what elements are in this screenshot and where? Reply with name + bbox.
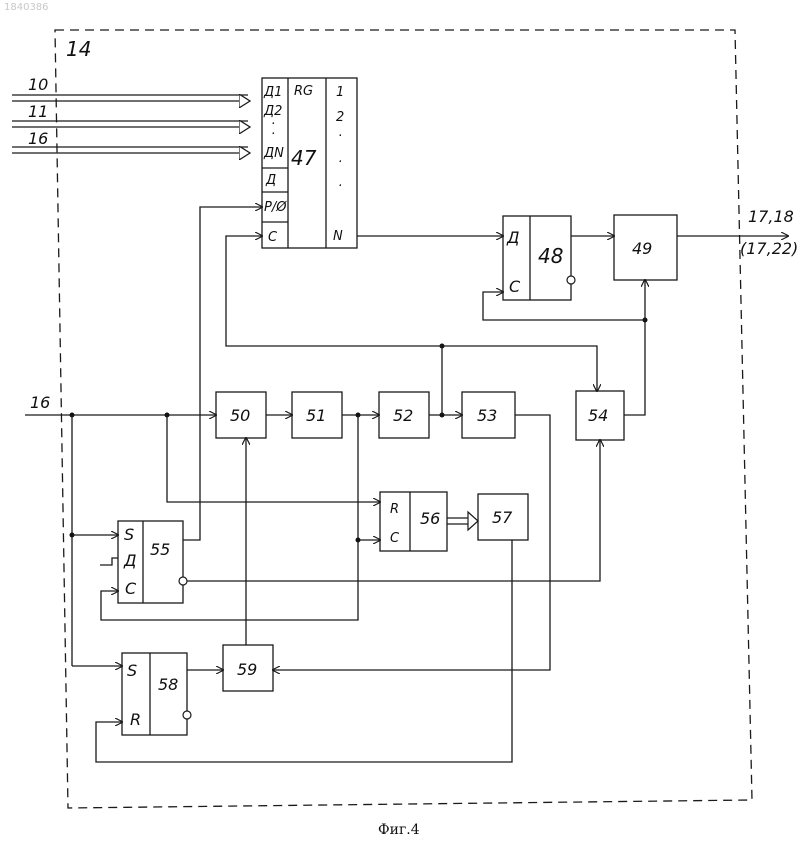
pin-s: S [124,525,134,544]
block-54: 54 [576,391,624,440]
block-id: 58 [158,675,178,694]
pin-c: С [509,277,521,296]
pin-r: R [390,502,399,517]
block-56: R С 56 [380,492,447,551]
pin-r: R [130,710,141,729]
block-id: 48 [538,244,563,268]
block-57: 57 [478,494,528,540]
register-type: RG [294,84,313,99]
block-id: 59 [237,660,257,679]
block-53: 53 [462,392,515,438]
block-id: 49 [632,239,652,258]
document-number: 1840386 [4,2,49,13]
pin-d1: Д1 [263,85,282,100]
output-label: 17,18 [748,207,794,226]
clock-input-label: 16 [30,393,50,412]
figure-caption: Фиг.4 [378,822,420,838]
block-id: 55 [150,540,170,559]
block-50: 50 [216,392,266,438]
pin-d: Д [123,551,137,570]
block-59: 59 [223,645,273,691]
out-pin-dot: · [338,129,342,144]
input-label-10: 10 [28,75,48,94]
block-58: S R 58 [122,653,191,735]
input-label-16: 16 [28,129,48,148]
block-49: 49 [614,215,677,280]
pin-d: Д [506,228,520,247]
block-51: 51 [292,392,342,438]
register-47: Д1 Д2 · · ДN Д Р/Ø С RG 47 1 2 · · · N [262,78,357,248]
out-pin-n: N [333,229,343,244]
pin-dn: ДN [263,146,284,161]
pin-dot: · [271,127,275,142]
bus-inputs: 10 11 16 [12,75,250,153]
out-pin-1: 1 [336,85,344,100]
block-id: 54 [588,406,608,425]
connections [25,207,788,762]
block-55: S Д С 55 [118,521,187,603]
out-pin-dot: · [338,155,342,170]
pin-s: S [127,661,137,680]
block-id: 51 [306,406,326,425]
block-id: 52 [393,406,413,425]
module-label: 14 [66,37,91,61]
register-id: 47 [291,146,317,170]
out-pin-dot: · [338,179,342,194]
block-id: 53 [477,406,497,425]
pin-c: С [268,230,278,245]
block-id: 50 [230,406,250,425]
pin-pg: Р/Ø [264,200,287,215]
output-alt-label: (17,22) [740,239,798,258]
input-label-11: 11 [28,102,48,121]
out-pin-2: 2 [336,110,344,125]
pin-c: С [125,579,137,598]
block-id: 57 [492,508,513,527]
block-52: 52 [379,392,429,438]
block-id: 56 [420,509,440,528]
block-48: Д С 48 [503,216,575,300]
pin-c: С [390,531,400,546]
pin-d: Д [265,173,276,188]
